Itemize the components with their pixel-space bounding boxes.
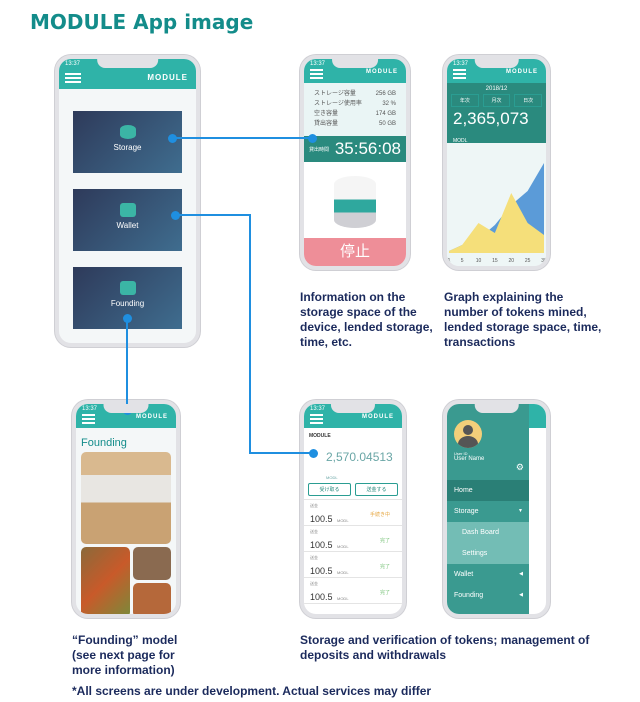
status-time: 13:37 xyxy=(310,61,326,67)
status-time: 13:37 xyxy=(82,406,98,412)
founding-image-car[interactable] xyxy=(133,583,171,614)
unit: MODL xyxy=(453,138,468,144)
card-label: Wallet xyxy=(116,221,139,230)
card-label: Storage xyxy=(113,143,142,152)
gear-icon[interactable]: ⚙ xyxy=(515,462,524,472)
stop-button[interactable]: 停止 xyxy=(304,238,406,266)
logo: MODULE xyxy=(136,414,168,420)
founding-image-vegetables[interactable] xyxy=(81,547,131,614)
founding-image-pizza[interactable] xyxy=(133,547,171,580)
menu-item-founding[interactable]: Founding◀ xyxy=(454,592,523,599)
wallet-header: MODULE xyxy=(309,433,331,439)
logo: MODULE xyxy=(362,414,394,420)
unit: MODL xyxy=(326,475,338,480)
series-area-yellow xyxy=(449,193,544,253)
menu-icon[interactable] xyxy=(310,69,323,79)
status-time: 13:37 xyxy=(65,61,81,67)
connector-dot xyxy=(308,134,317,143)
caption-founding: “Founding” model (see next page for more… xyxy=(72,633,178,677)
x-tick-label: 15 xyxy=(492,258,498,264)
connector-line xyxy=(126,318,128,410)
logo: MODULE xyxy=(366,69,398,75)
timer: 35:56:08 xyxy=(334,139,401,158)
tab-monthly[interactable]: 月次 xyxy=(482,94,511,107)
founding-heading: Founding xyxy=(81,437,127,449)
footnote: *All screens are under development. Actu… xyxy=(72,684,432,698)
caption-wallet: Storage and verification of tokens; mana… xyxy=(300,633,590,662)
x-tick-label: 30 xyxy=(541,258,546,264)
token-chart: 151015202530 xyxy=(447,143,546,266)
tab-daily[interactable]: 日次 xyxy=(514,94,543,107)
x-tick-label: 25 xyxy=(525,258,531,264)
timer-panel: 貸出時間 35:56:08 xyxy=(304,136,406,162)
user-id: User ID xyxy=(454,451,468,456)
month-label: 2018/12 xyxy=(485,86,508,92)
connector-line xyxy=(172,137,312,139)
database-icon xyxy=(119,125,136,139)
status-time: 13:37 xyxy=(453,61,469,67)
storage-card[interactable]: Storage xyxy=(73,111,182,173)
menu-icon[interactable] xyxy=(310,414,323,424)
user-name: User Name xyxy=(454,456,485,462)
status-time: 13:37 xyxy=(310,406,326,412)
wallet-icon xyxy=(119,203,136,217)
x-tick-label: 10 xyxy=(476,258,482,264)
wallet-card[interactable]: Wallet xyxy=(73,189,182,251)
avatar xyxy=(454,420,482,448)
wallet-balance: 2,570.04513 xyxy=(326,450,393,464)
x-tick-label: 5 xyxy=(461,258,464,264)
caption-graph: Graph explaining the number of tokens mi… xyxy=(444,290,602,349)
menu-icon[interactable] xyxy=(65,73,81,83)
connector-line xyxy=(249,214,251,454)
card-label: Founding xyxy=(110,299,145,308)
receive-button[interactable]: 受け取る xyxy=(308,483,351,496)
founding-image-cafe[interactable] xyxy=(81,452,171,544)
menu-item-storage[interactable]: Storage▼ xyxy=(454,508,523,515)
logo: MODULE xyxy=(506,69,538,75)
tab-yearly[interactable]: 年次 xyxy=(451,94,479,107)
founding-icon xyxy=(119,281,136,295)
send-button[interactable]: 送金する xyxy=(355,483,398,496)
menu-item-wallet[interactable]: Wallet◀ xyxy=(454,571,523,578)
menu-item-dashboard[interactable]: Dash Board xyxy=(447,522,529,543)
storage-cylinder-icon xyxy=(304,162,406,238)
connector-line xyxy=(249,452,313,454)
connector-dot xyxy=(309,449,318,458)
page-title: MODULE App image xyxy=(30,10,254,34)
menu-phone: User ID User Name ⚙ Home Storage▼ Dash B… xyxy=(443,400,550,618)
x-tick-label: 20 xyxy=(508,258,514,264)
menu-icon[interactable] xyxy=(82,414,95,424)
menu-item-home[interactable]: Home xyxy=(447,480,529,501)
menu-icon[interactable] xyxy=(453,69,466,79)
connector-line xyxy=(175,214,251,216)
menu-item-settings[interactable]: Settings xyxy=(447,543,529,564)
logo: MODULE xyxy=(147,73,188,82)
caption-storage: Information on the storage space of the … xyxy=(300,290,433,349)
x-tick-label: 1 xyxy=(448,258,451,264)
token-amount: 2,365,073 xyxy=(453,109,529,128)
